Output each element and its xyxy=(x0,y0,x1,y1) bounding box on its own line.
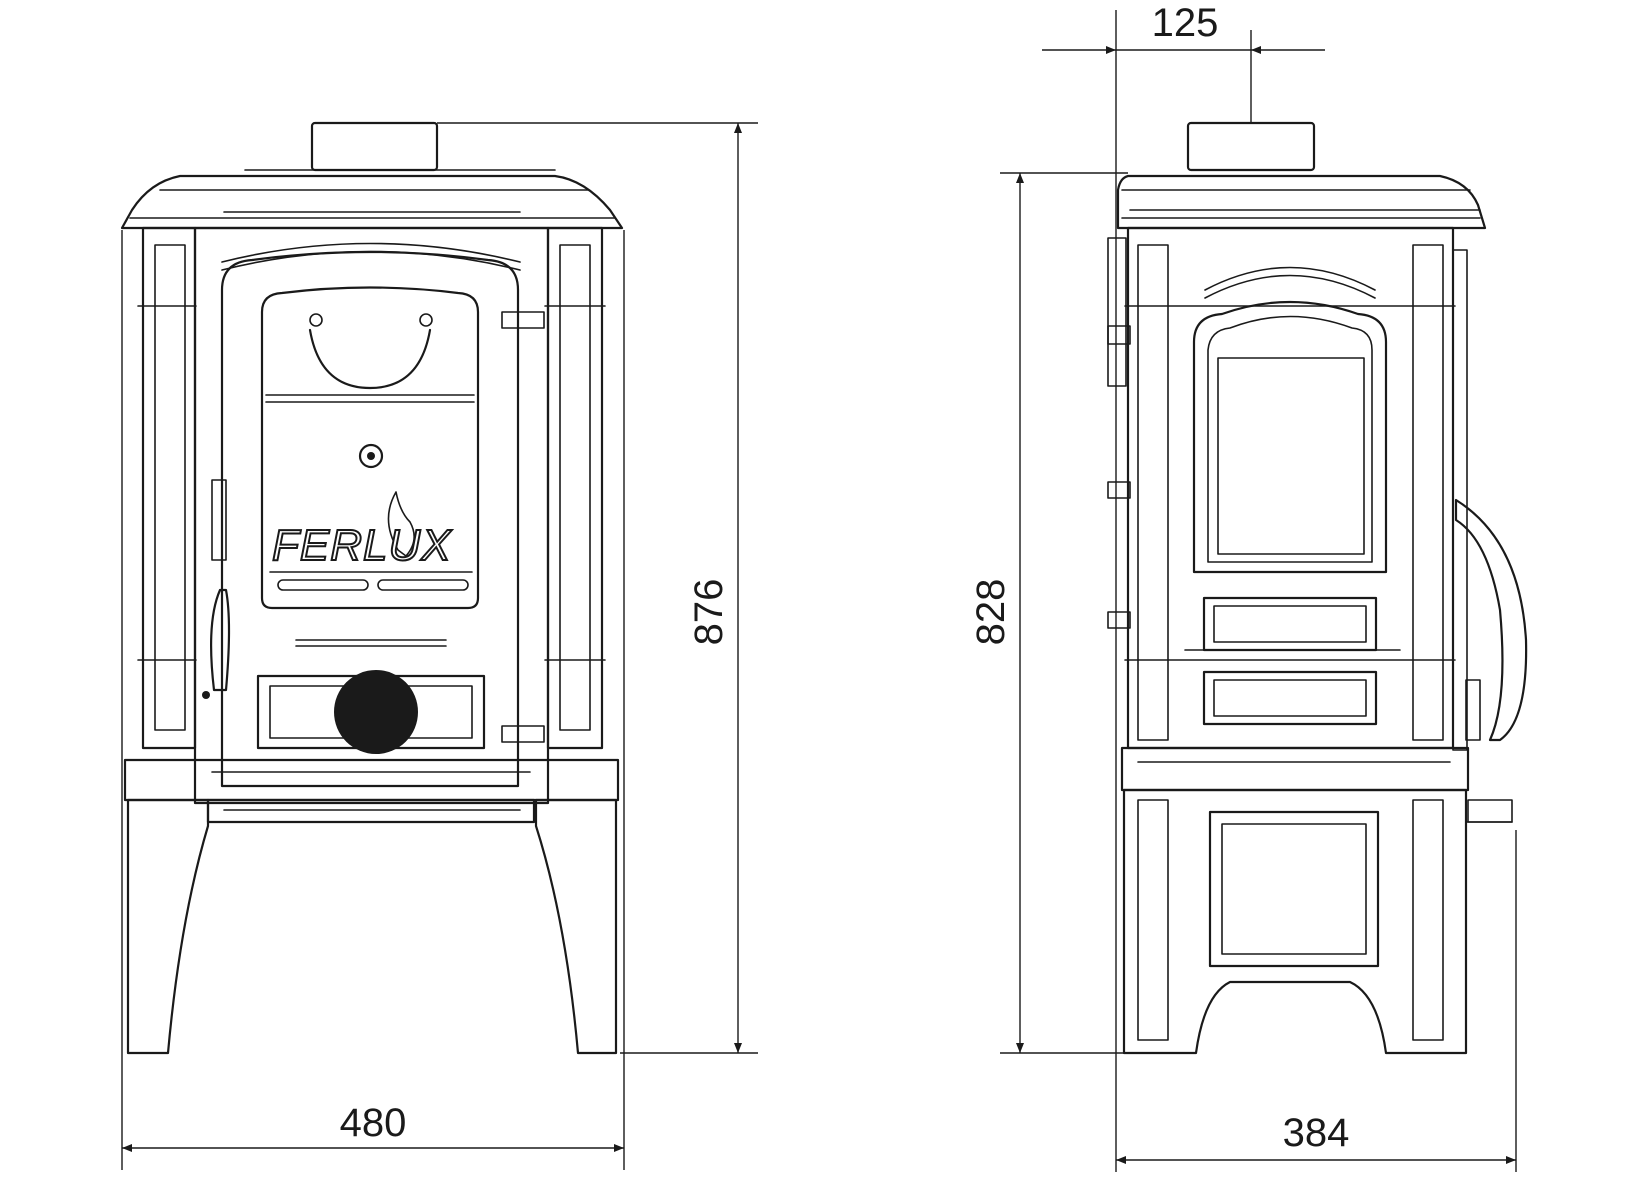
front-air-control-knob xyxy=(334,670,418,754)
side-depth-label: 384 xyxy=(1283,1111,1350,1155)
front-flame-logo xyxy=(387,491,415,557)
front-base-band xyxy=(123,758,620,802)
front-door-handle xyxy=(209,588,231,692)
front-glass-window xyxy=(260,286,480,610)
side-view xyxy=(1107,121,1528,1055)
front-height-label: 876 xyxy=(687,579,731,646)
front-left-leg xyxy=(126,798,210,1055)
front-flue-collar xyxy=(310,121,439,172)
front-airwash-handle xyxy=(308,328,432,390)
dimensions: 876 480 828 384 125 xyxy=(121,1,1517,1172)
side-lower-small-panel xyxy=(1202,670,1378,726)
side-base-band xyxy=(1120,746,1470,792)
front-body xyxy=(193,226,550,805)
front-door xyxy=(220,250,520,788)
flue-offset-label: 125 xyxy=(1152,1,1219,45)
brand-logo-text: FERLUX xyxy=(272,521,452,570)
side-height-label: 828 xyxy=(969,579,1013,646)
side-stand xyxy=(1122,788,1468,1055)
front-logo-mark xyxy=(358,443,384,469)
front-right-leg xyxy=(534,798,618,1055)
front-width-label: 480 xyxy=(340,1101,407,1145)
front-view: FERLUX xyxy=(120,121,624,1055)
side-flue-collar xyxy=(1186,121,1316,172)
side-upper-small-panel xyxy=(1202,596,1378,652)
side-arched-panel xyxy=(1192,300,1388,574)
side-door-handle xyxy=(1454,498,1528,742)
side-stand-panel xyxy=(1208,810,1380,968)
side-top-plate xyxy=(1116,174,1487,230)
front-top-plate xyxy=(120,174,624,230)
